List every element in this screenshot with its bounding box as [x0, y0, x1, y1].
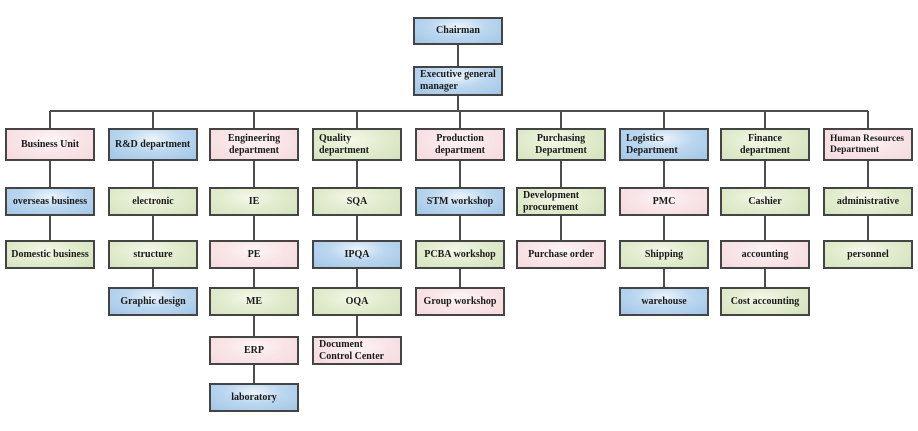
- connector-line: [356, 161, 358, 187]
- node-graphic-design: Graphic design: [108, 287, 198, 316]
- node-sqa: SQA: [312, 187, 402, 216]
- node-electronic: electronic: [108, 187, 198, 216]
- connector-line: [356, 111, 358, 128]
- connector-line: [253, 316, 255, 336]
- node-cost-accounting: Cost accounting: [720, 287, 810, 316]
- node-engineering-department: Engineering department: [209, 128, 299, 161]
- connector-line: [457, 45, 459, 66]
- node-purchase-order: Purchase order: [516, 240, 606, 269]
- connector-line: [356, 216, 358, 240]
- node-development-procurement: Development procurement: [516, 187, 606, 216]
- node-pe: PE: [209, 240, 299, 269]
- node-ipqa: IPQA: [312, 240, 402, 269]
- node-administrative: administrative: [823, 187, 913, 216]
- connector-line: [459, 269, 461, 287]
- connector-line: [663, 111, 665, 128]
- connector-line: [867, 216, 869, 240]
- connector-line: [253, 269, 255, 287]
- node-oqa: OQA: [312, 287, 402, 316]
- node-stm-workshop: STM workshop: [415, 187, 505, 216]
- node-finance-department: Finance department: [720, 128, 810, 161]
- connector-line: [253, 365, 255, 383]
- connector-line: [49, 111, 51, 128]
- connector-line: [560, 111, 562, 128]
- node-chairman: Chairman: [413, 17, 503, 45]
- node-group-workshop: Group workshop: [415, 287, 505, 316]
- node-shipping: Shipping: [619, 240, 709, 269]
- node-accounting: accounting: [720, 240, 810, 269]
- node-personnel: personnel: [823, 240, 913, 269]
- node-rnd-department: R&D department: [108, 128, 198, 161]
- connector-line: [867, 111, 869, 128]
- node-quality-department: Quality department: [312, 128, 402, 161]
- connector-line: [764, 269, 766, 287]
- connector-line: [253, 161, 255, 187]
- connector-line: [152, 161, 154, 187]
- connector-line: [356, 316, 358, 336]
- connector-line: [764, 111, 766, 128]
- connector-line: [152, 111, 154, 128]
- connector-line: [152, 269, 154, 287]
- connector-line: [459, 216, 461, 240]
- connector-line: [356, 269, 358, 287]
- connector-line: [663, 216, 665, 240]
- connector-line: [764, 216, 766, 240]
- connector-line: [764, 161, 766, 187]
- node-pmc: PMC: [619, 187, 709, 216]
- node-production-department: Production department: [415, 128, 505, 161]
- node-document-control-center: Document Control Center: [312, 336, 402, 365]
- node-human-resources-department: Human Resources Department: [823, 128, 913, 161]
- node-structure: structure: [108, 240, 198, 269]
- connector-line: [459, 161, 461, 187]
- node-business-unit: Business Unit: [5, 128, 95, 161]
- connector-line: [457, 96, 459, 111]
- node-domestic-business: Domestic business: [5, 240, 95, 269]
- connector-line: [560, 216, 562, 240]
- node-logistics-department: Logistics Department: [619, 128, 709, 161]
- connector-line: [49, 216, 51, 240]
- connector-line: [49, 161, 51, 187]
- node-purchasing-department: Purchasing Department: [516, 128, 606, 161]
- node-executive-general-manager: Executive general manager: [413, 66, 503, 96]
- connector-line: [253, 216, 255, 240]
- connector-line: [152, 216, 154, 240]
- connector-line: [663, 161, 665, 187]
- connector-line: [867, 161, 869, 187]
- connector-line: [663, 269, 665, 287]
- connector-line: [253, 111, 255, 128]
- connector-line: [560, 161, 562, 187]
- node-overseas-business: overseas business: [5, 187, 95, 216]
- connector-line: [459, 111, 461, 128]
- node-warehouse: warehouse: [619, 287, 709, 316]
- node-pcba-workshop: PCBA workshop: [415, 240, 505, 269]
- node-erp: ERP: [209, 336, 299, 365]
- node-laboratory: laboratory: [209, 383, 299, 412]
- node-ie: IE: [209, 187, 299, 216]
- node-cashier: Cashier: [720, 187, 810, 216]
- node-me: ME: [209, 287, 299, 316]
